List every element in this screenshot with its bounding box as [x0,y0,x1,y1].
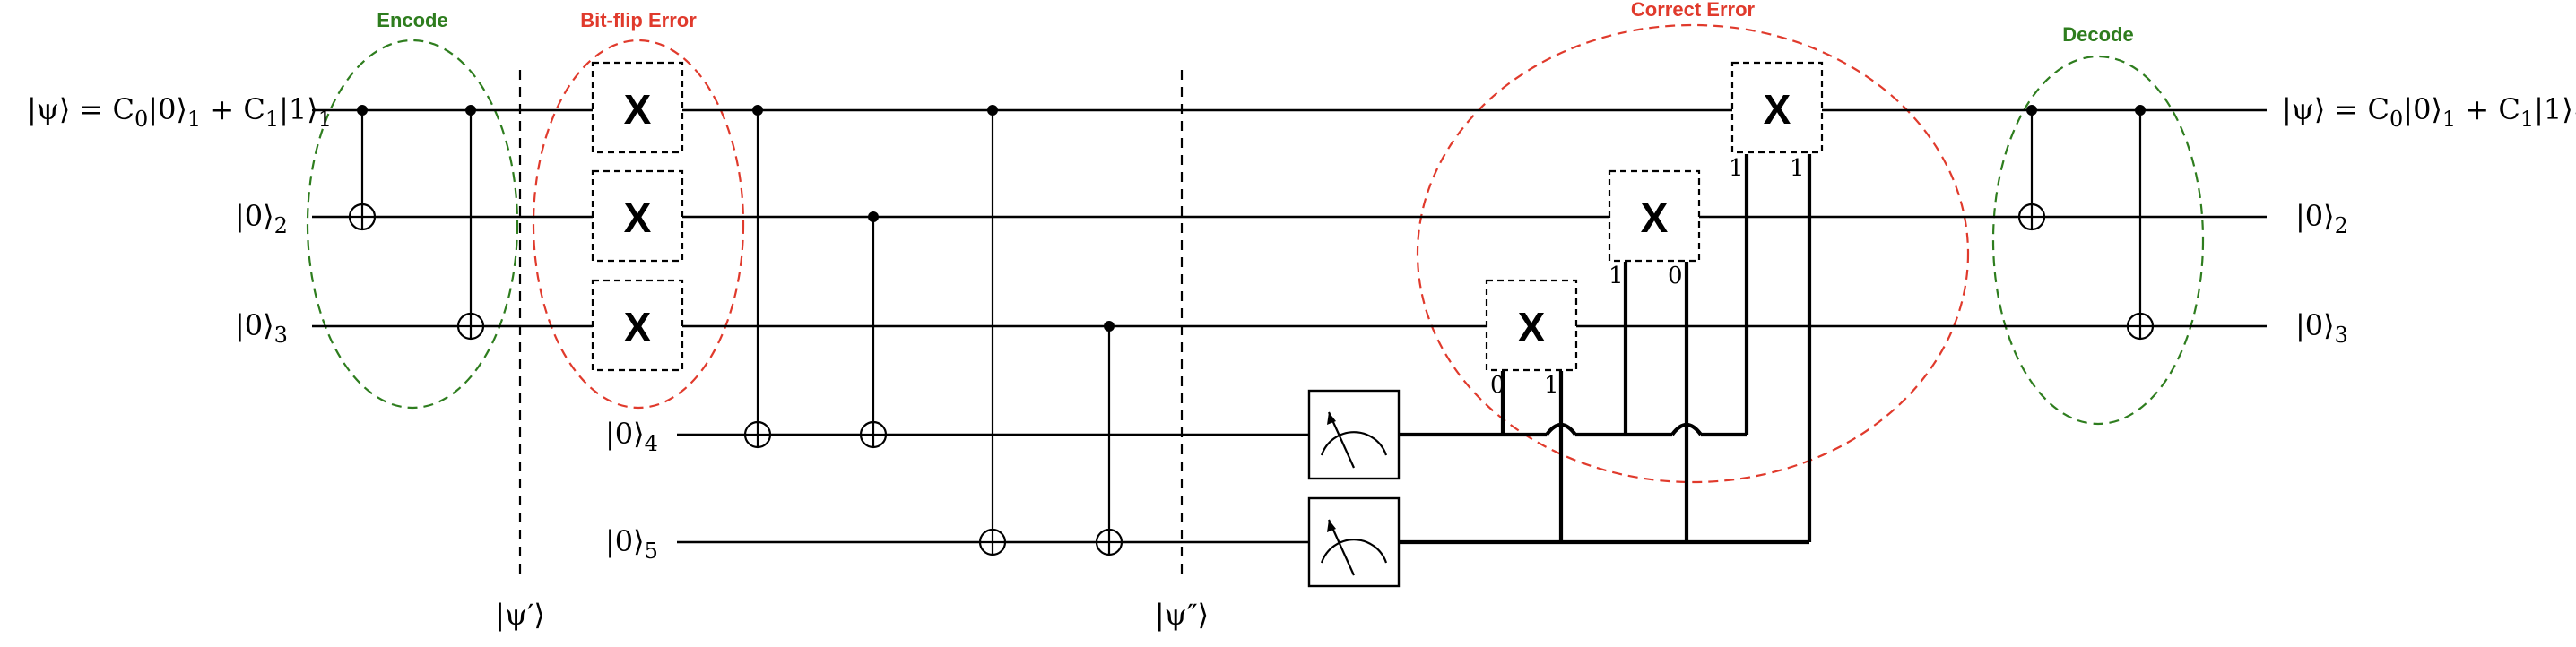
syndrome-cnot-q3-q5 [1095,321,1123,556]
bitflip-x-gate-3: X [591,279,684,372]
bitflip-group-outline [532,39,745,410]
correct-error-group-outline [1416,23,1970,484]
encode-group-outline [306,39,519,410]
svg-text:X: X [1764,86,1791,133]
measurement-q5 [1307,496,1401,588]
input-label-qubit-1: |ψ⟩ = C0|0⟩1 + C1|1⟩1 [27,92,332,132]
measurement-q4 [1307,389,1401,480]
state-label-psi-double-prime: |ψ″⟩ [1155,598,1209,632]
encode-label: Encode [377,9,447,31]
condition-gate1-left: 1 [1729,155,1744,182]
bitflip-label: Bit-flip Error [580,9,697,31]
control-dot [465,105,476,116]
svg-text:X: X [624,194,652,241]
encode-cnot-2 [456,105,485,341]
state-label-psi-prime: |ψ′⟩ [495,598,545,632]
input-label-qubit-4: |0⟩4 [605,417,658,456]
svg-text:X: X [1518,304,1546,350]
condition-gate2-left: 1 [1609,263,1624,289]
output-label-qubit-3: |0⟩3 [2295,308,2348,348]
meter-arc-icon [1320,431,1388,456]
svg-text:X: X [624,304,652,350]
condition-gate3-left: 0 [1490,372,1505,399]
encode-cnot-1 [348,105,377,231]
correct-error-label: Correct Error [1631,0,1756,21]
syndrome-cnot-q1-q4 [743,105,772,449]
decode-group-outline [1991,55,2205,426]
condition-gate3-right: 1 [1544,372,1559,399]
correction-x-gate-q2: X [1608,169,1701,263]
meter-arc-icon [1320,539,1388,564]
input-label-qubit-5: |0⟩5 [605,524,658,564]
condition-gate1-right: 1 [1790,155,1805,182]
svg-text:X: X [624,86,652,133]
correction-x-gate-q1: X [1730,61,1824,154]
svg-text:X: X [1641,194,1669,241]
output-label-qubit-2: |0⟩2 [2295,199,2348,238]
classical-wires [1399,154,1812,545]
correction-x-gate-q3: X [1485,279,1578,372]
control-dot [357,105,368,116]
output-label-qubit-1: |ψ⟩ = C0|0⟩1 + C1|1⟩1 [2282,92,2576,132]
syndrome-cnot-q1-q5 [978,105,1007,556]
condition-gate2-right: 0 [1668,263,1683,289]
decode-cnot-2 [2126,105,2155,341]
input-label-qubit-2: |0⟩2 [235,199,288,238]
decode-cnot-1 [2017,105,2046,231]
syndrome-cnot-q2-q4 [859,211,888,449]
decode-label: Decode [2062,23,2133,46]
bitflip-x-gate-2: X [591,169,684,263]
bitflip-x-gate-1: X [591,61,684,154]
input-label-qubit-3: |0⟩3 [235,308,288,348]
